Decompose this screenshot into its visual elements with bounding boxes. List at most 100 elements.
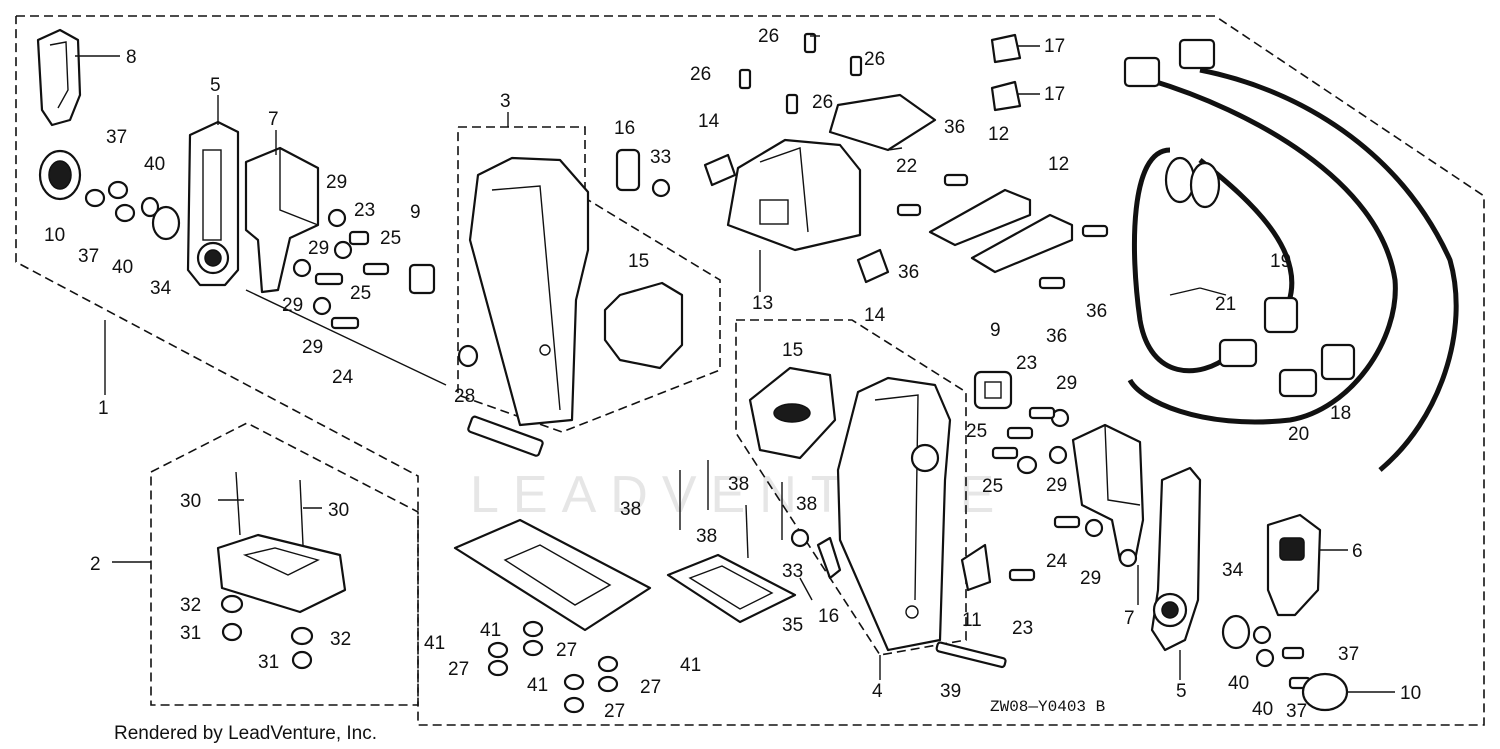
small-hardware-right	[935, 406, 1349, 712]
part-6-clip-right	[1266, 513, 1322, 617]
callout-label: 15	[782, 340, 803, 361]
callout-label: 17	[1044, 84, 1065, 105]
callout-label: 23	[354, 200, 375, 221]
callout-label: 38	[696, 526, 717, 547]
diagram-code: ZW08—Y0403 B	[990, 698, 1105, 716]
callout-label: 38	[620, 499, 641, 520]
callout-label: 7	[1124, 608, 1135, 629]
callout-labels: 1 2 3 4 5 5 6 7 7 8 9 9 10 10 11 12 12 1…	[44, 26, 1421, 722]
callout-label: 23	[1012, 618, 1033, 639]
callout-label: 21	[1215, 294, 1236, 315]
callout-label: 16	[818, 606, 839, 627]
part-13-cover	[726, 93, 937, 252]
callout-label: 40	[144, 154, 165, 175]
callout-label: 29	[1046, 475, 1067, 496]
callout-label: 29	[282, 295, 303, 316]
callout-label: 22	[896, 156, 917, 177]
callout-label: 4	[872, 681, 883, 702]
callout-label: 39	[940, 681, 961, 702]
callout-label: 30	[328, 500, 349, 521]
callout-label: 25	[982, 476, 1003, 497]
wiring-harness	[1123, 38, 1459, 472]
callout-label: 5	[210, 75, 221, 96]
callout-label: 26	[758, 26, 779, 47]
part-5-lever-right	[1150, 466, 1202, 652]
callout-label: 26	[864, 49, 885, 70]
callout-label: 40	[1252, 699, 1273, 720]
callout-label: 24	[1046, 551, 1068, 572]
callout-label: 2	[90, 554, 101, 575]
callout-label: 26	[812, 92, 833, 113]
callout-label: 8	[126, 47, 137, 68]
callout-label: 38	[728, 474, 749, 495]
callout-label: 3	[500, 91, 511, 112]
part-2-spacer	[216, 471, 347, 670]
callout-label: 12	[1048, 154, 1069, 175]
callout-label: 29	[302, 337, 323, 358]
small-hardware-bottom	[487, 620, 619, 714]
callout-label: 40	[112, 257, 133, 278]
part-9-knob-right	[973, 370, 1013, 410]
credit-text: Rendered by LeadVenture, Inc.	[114, 723, 377, 744]
callout-label: 27	[556, 640, 577, 661]
callout-label: 11	[962, 610, 982, 631]
part-5-lever	[186, 120, 240, 287]
callout-label: 24	[332, 367, 354, 388]
part-12-brackets	[896, 173, 1109, 290]
callout-label: 19	[1270, 251, 1291, 272]
callout-label: 32	[330, 629, 351, 650]
callout-label: 37	[1338, 644, 1359, 665]
callout-label: 35	[782, 615, 803, 636]
callout-label: 36	[1046, 326, 1067, 347]
callout-label: 17	[1044, 36, 1065, 57]
callout-label: 20	[1288, 424, 1309, 445]
callout-label: 23	[1016, 353, 1037, 374]
callout-label: 34	[1222, 560, 1244, 581]
callout-label: 34	[150, 278, 172, 299]
callout-label: 36	[1086, 301, 1107, 322]
callout-label: 15	[628, 251, 649, 272]
callout-label: 25	[380, 228, 401, 249]
callout-label: 41	[680, 655, 701, 676]
callout-label: 41	[424, 633, 445, 654]
callout-label: 6	[1352, 541, 1363, 562]
part-4-housing	[748, 366, 952, 652]
callout-label: 41	[480, 620, 501, 641]
callout-label: 29	[308, 238, 329, 259]
callout-label: 30	[180, 491, 201, 512]
group-outlines	[15, 15, 1485, 726]
callout-label: 37	[1286, 701, 1307, 722]
callout-label: 25	[966, 421, 987, 442]
part-7-bracket	[244, 146, 320, 294]
callout-label: 1	[98, 398, 109, 419]
callout-label: 26	[690, 64, 711, 85]
callout-label: 9	[990, 320, 1001, 341]
callout-label: 25	[350, 283, 371, 304]
callout-label: 37	[106, 127, 127, 148]
callout-label: 12	[988, 124, 1009, 145]
part-10-bushing	[38, 149, 82, 201]
callout-label: 29	[1056, 373, 1077, 394]
callout-label: 27	[604, 701, 625, 722]
callout-label: 5	[1176, 681, 1187, 702]
leader-lines	[75, 35, 1395, 693]
callout-label: 16	[614, 118, 635, 139]
callout-label: 10	[1400, 683, 1421, 704]
callout-label: 36	[944, 117, 965, 138]
callout-label: 10	[44, 225, 65, 246]
callout-label: 33	[782, 561, 803, 582]
callout-label: 38	[796, 494, 817, 515]
callout-label: 36	[898, 262, 919, 283]
callout-label: 29	[1080, 568, 1101, 589]
callout-label: 18	[1330, 403, 1351, 424]
part-8-clip	[36, 28, 82, 127]
callout-label: 27	[640, 677, 661, 698]
callout-label: 37	[78, 246, 99, 267]
callout-label: 33	[650, 147, 671, 168]
part-7-bracket-right	[1071, 423, 1145, 562]
part-3-housing	[457, 148, 684, 457]
callout-label: 14	[864, 305, 886, 326]
callout-label: 40	[1228, 673, 1249, 694]
small-hardware-top	[703, 32, 1022, 284]
